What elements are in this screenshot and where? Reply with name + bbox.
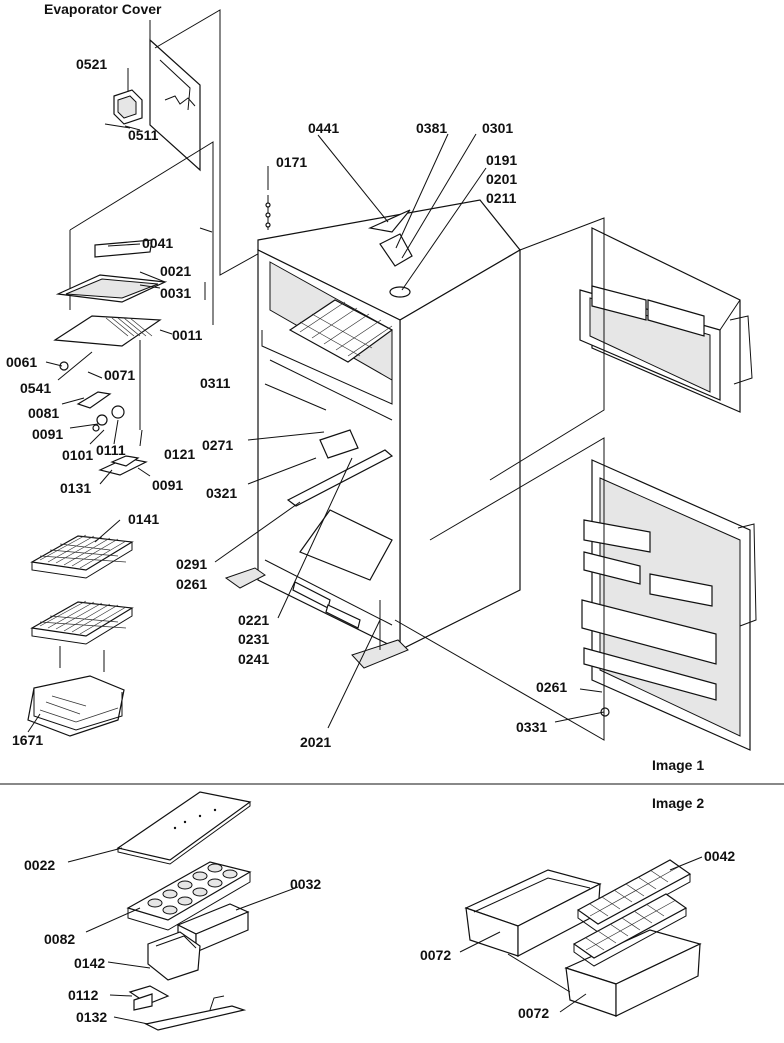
label-0201: 0201 <box>486 171 517 187</box>
label-0061: 0061 <box>6 354 37 370</box>
label-0321: 0321 <box>206 485 237 501</box>
label-0032: 0032 <box>290 876 321 892</box>
divider-strut <box>286 449 394 507</box>
label-0241: 0241 <box>238 651 269 667</box>
label-0091-a: 0091 <box>32 426 63 442</box>
label-0022: 0022 <box>24 857 55 873</box>
label-0041: 0041 <box>142 235 173 251</box>
label-0511: 0511 <box>128 127 159 143</box>
top-hinge-0441 <box>367 209 413 298</box>
freezer-shelf-upper <box>30 534 134 579</box>
freezer-shelf-lower <box>30 600 134 672</box>
fresh-food-door <box>581 459 757 751</box>
title-image-1: Image 1 <box>652 757 704 773</box>
label-0072-a: 0072 <box>420 947 451 963</box>
label-0072-b: 0072 <box>518 1005 549 1021</box>
label-0191: 0191 <box>486 152 517 168</box>
label-0111: 0111 <box>96 442 126 458</box>
hinge-0112-0132 <box>128 985 247 1031</box>
label-0031: 0031 <box>160 285 191 301</box>
refrigerator-cabinet <box>224 199 521 669</box>
label-0381: 0381 <box>416 120 447 136</box>
label-0521: 0521 <box>76 56 107 72</box>
label-0291: 0291 <box>176 556 207 572</box>
freezer-door <box>579 227 753 413</box>
label-0132: 0132 <box>76 1009 107 1025</box>
basket-1671 <box>27 675 125 737</box>
leader-lines <box>27 68 605 733</box>
label-0311: 0311 <box>200 375 231 391</box>
label-0261-a: 0261 <box>176 576 207 592</box>
label-0021: 0021 <box>160 263 191 279</box>
label-0071: 0071 <box>104 367 135 383</box>
part-0521-control-box <box>113 89 143 125</box>
label-0081: 0081 <box>28 405 59 421</box>
label-0541: 0541 <box>20 380 51 396</box>
label-0112: 0112 <box>68 987 99 1003</box>
label-0231: 0231 <box>238 631 269 647</box>
label-0441: 0441 <box>308 120 339 136</box>
ice-tray-lower-0042 <box>572 893 688 967</box>
label-1671: 1671 <box>12 732 43 748</box>
label-0141: 0141 <box>128 511 159 527</box>
label-0121: 0121 <box>164 446 195 462</box>
label-0101: 0101 <box>62 447 93 463</box>
label-0331: 0331 <box>516 719 547 735</box>
label-0131: 0131 <box>60 480 91 496</box>
label-0011: 0011 <box>172 327 203 343</box>
image2-leader-lines <box>67 847 703 1025</box>
label-0261-b: 0261 <box>536 679 567 695</box>
label-0042: 0042 <box>704 848 735 864</box>
label-0211: 0211 <box>486 190 517 206</box>
label-0271: 0271 <box>202 437 233 453</box>
egg-tray-0082 <box>126 861 252 931</box>
dairy-door-0142 <box>147 931 201 981</box>
top-hinge-screws <box>265 195 271 230</box>
label-0301: 0301 <box>482 120 513 136</box>
evaporator-cover <box>149 20 201 172</box>
label-0142: 0142 <box>74 955 105 971</box>
label-0091-b: 0091 <box>152 477 183 493</box>
label-0082: 0082 <box>44 931 75 947</box>
crisper-drawer-upper <box>464 869 602 957</box>
title-image-2: Image 2 <box>652 795 704 811</box>
label-0171: 0171 <box>276 154 307 170</box>
label-2021: 2021 <box>300 734 331 750</box>
title-evaporator-cover: Evaporator Cover <box>44 1 162 17</box>
door-shelf-cover-0022 <box>116 791 252 865</box>
control-housing <box>319 429 359 459</box>
label-0221: 0221 <box>238 612 269 628</box>
ice-maker-assembly <box>53 141 214 476</box>
